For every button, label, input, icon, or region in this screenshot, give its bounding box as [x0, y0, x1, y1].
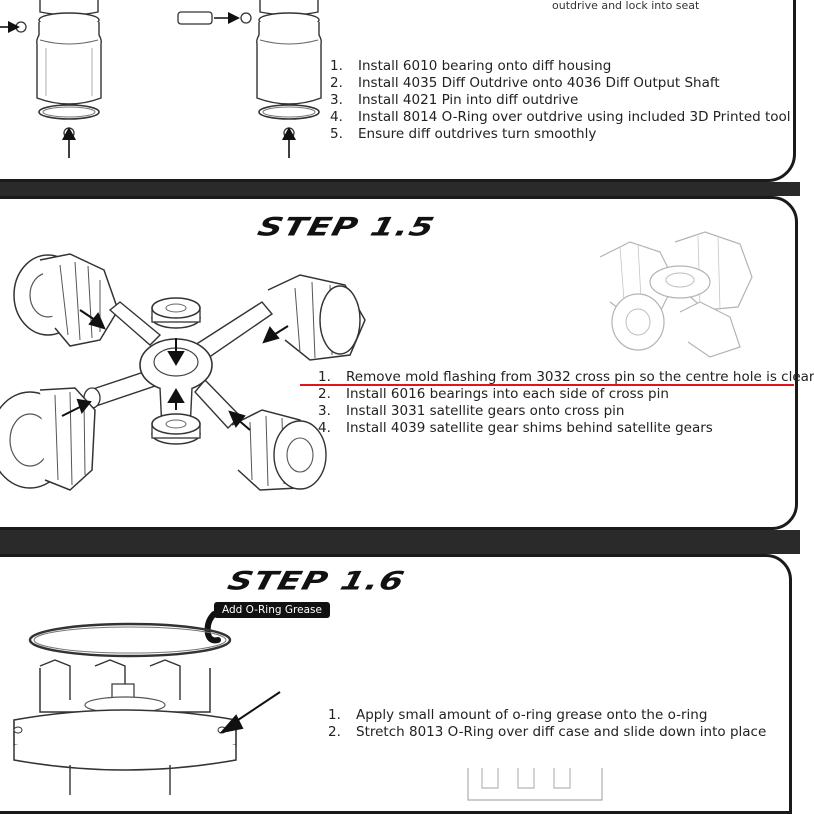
- list-item: 4.Install 8014 O-Ring over outdrive usin…: [330, 109, 791, 125]
- section-divider: [0, 182, 800, 196]
- step-1-4-panel: [0, 0, 796, 182]
- cross-pin-exploded-illustration: [0, 253, 366, 491]
- red-highlight-underline: [300, 384, 794, 386]
- step-1-6-title: STEP 1.6: [224, 566, 408, 596]
- list-item: 2.Stretch 8013 O-Ring over diff case and…: [328, 724, 767, 740]
- list-item: 4.Install 4039 satellite gear shims behi…: [318, 420, 713, 436]
- outdrive-illustration-right: [177, 0, 322, 158]
- list-item: 1.Install 6010 bearing onto diff housing: [330, 58, 612, 74]
- step-1-5-panel: [0, 196, 798, 530]
- grease-callout-tag: Add O-Ring Grease: [214, 602, 330, 618]
- list-item: 5.Ensure diff outdrives turn smoothly: [330, 126, 597, 142]
- list-item: 1.Apply small amount of o-ring grease on…: [328, 707, 708, 723]
- step-1-6-list: 1.Apply small amount of o-ring grease on…: [328, 707, 766, 741]
- diff-case-oring-illustration: [13, 611, 281, 795]
- step-1-4-list: 1.Install 6010 bearing onto diff housing…: [330, 58, 791, 143]
- list-item: 3.Install 3031 satellite gears onto cros…: [318, 403, 625, 419]
- outdrive-illustration-left: [0, 0, 102, 158]
- step-1-5-title: STEP 1.5: [254, 212, 438, 242]
- section-divider: [0, 530, 800, 554]
- list-item-highlighted: 1.Remove mold flashing from 3032 cross p…: [318, 369, 814, 385]
- step-1-4-note: outdrive and lock into seat: [552, 0, 700, 12]
- diff-case-preview: [467, 768, 603, 801]
- step-1-5-list: 1.Remove mold flashing from 3032 cross p…: [318, 369, 814, 437]
- list-item: 2.Install 4035 Diff Outdrive onto 4036 D…: [330, 75, 720, 91]
- assembled-cross-pin-preview: [599, 231, 753, 358]
- list-item: 3.Install 4021 Pin into diff outdrive: [330, 92, 579, 108]
- list-item: 2.Install 6016 bearings into each side o…: [318, 386, 669, 402]
